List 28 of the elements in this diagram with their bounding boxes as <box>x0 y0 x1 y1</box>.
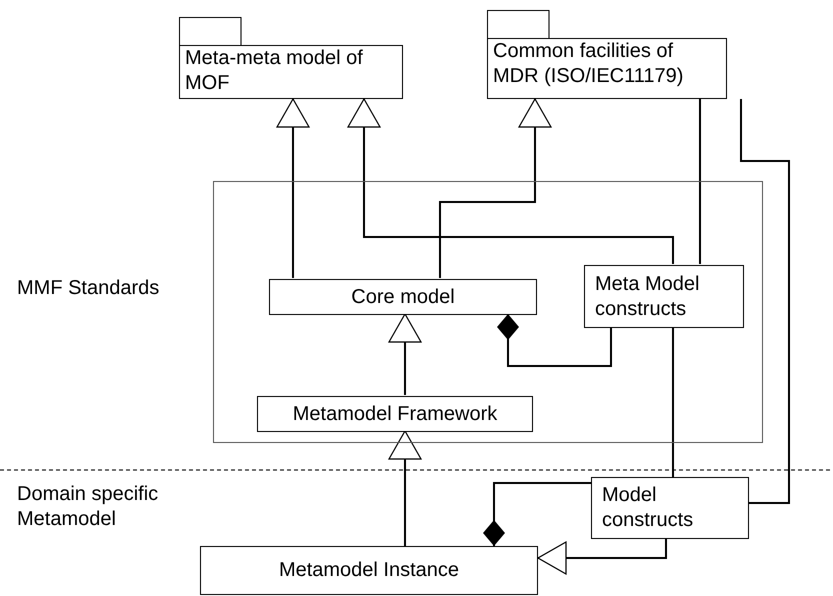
node-label: Core model <box>351 284 455 310</box>
node-label: Model constructs <box>602 483 694 533</box>
association-line <box>740 99 790 504</box>
generalization-arrow <box>388 430 422 546</box>
class-box <box>584 265 744 328</box>
node-label: Meta Model constructs <box>595 272 700 322</box>
node-label: Meta-meta model of MOF <box>185 46 364 96</box>
node-label: Metamodel Framework <box>292 402 498 426</box>
association-line <box>699 99 701 264</box>
class-box <box>200 546 538 595</box>
generalization-arrow <box>439 98 552 278</box>
node-label: Metamodel Instance <box>278 558 460 583</box>
package-symbol <box>487 10 727 99</box>
group-frame <box>213 181 763 443</box>
generalization-arrow <box>388 313 422 395</box>
association-line <box>672 327 674 477</box>
composition-connector <box>483 482 591 546</box>
generalization-arrow <box>537 539 667 575</box>
class-box <box>591 477 749 539</box>
region-label: Domain specific Metamodel <box>17 482 160 532</box>
generalization-arrow <box>276 98 310 278</box>
class-box <box>257 396 533 432</box>
composition-connector <box>497 314 612 367</box>
region-label: MMF Standards <box>17 276 160 301</box>
package-symbol <box>179 17 403 99</box>
node-label: Common facilities of MDR (ISO/IEC11179) <box>493 39 684 89</box>
generalization-arrow <box>347 98 674 264</box>
class-box <box>269 279 537 315</box>
